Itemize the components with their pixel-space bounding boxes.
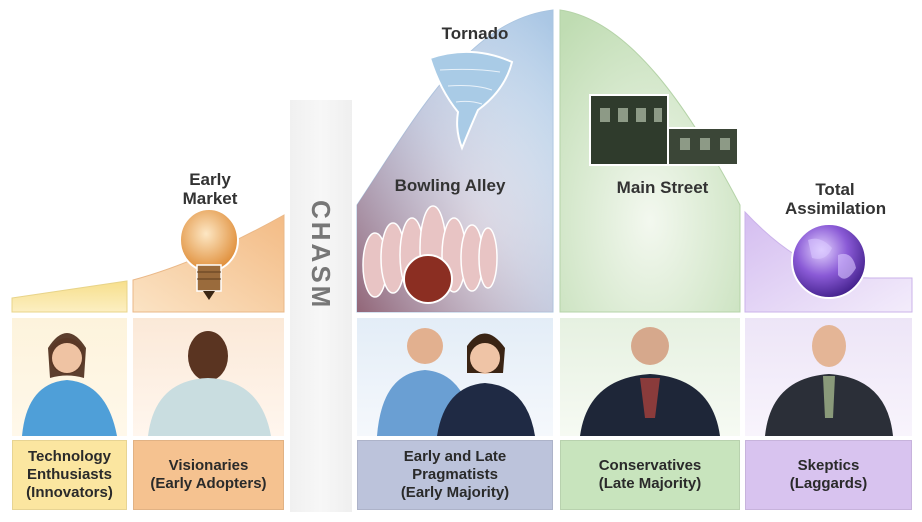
bowling-alley-title: Bowling Alley (394, 176, 506, 195)
tornado-icon (428, 50, 514, 151)
main-street-title: Main Street (616, 178, 709, 197)
segment-label-early-adopters: Visionaries(Early Adopters) (133, 440, 284, 510)
globe-icon (791, 223, 867, 299)
segment-label-late-majority: Conservatives(Late Majority) (560, 440, 740, 510)
main-street-buildings-icon (589, 94, 739, 166)
innovator-photo (12, 318, 127, 436)
segment-label-laggards: Skeptics(Laggards) (745, 440, 912, 510)
bowling-ball-icon (403, 254, 453, 304)
curve-segment-innovators (11, 280, 128, 313)
total-assimilation-title: Total Assimilation (785, 180, 887, 218)
chasm-gap (290, 100, 352, 512)
light-bulb-icon (179, 208, 239, 300)
skeptic-photo (745, 318, 912, 436)
pragmatists-photo (357, 318, 553, 436)
early-market-title: Early Market (182, 170, 238, 208)
tornado-title: Tornado (441, 24, 509, 43)
visionary-photo (133, 318, 284, 436)
conservative-photo (560, 318, 740, 436)
